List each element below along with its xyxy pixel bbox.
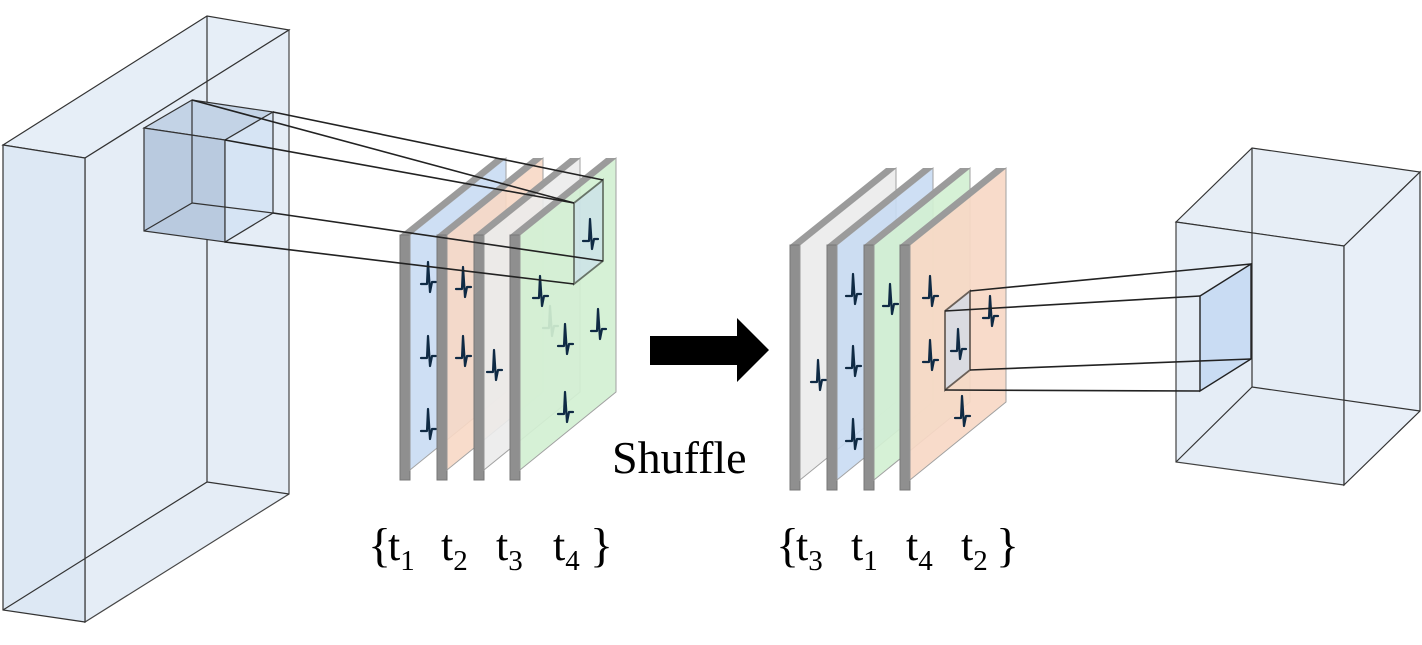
input-label-3-sub: 3	[508, 545, 523, 577]
shuffled-label-4-base: t	[961, 521, 973, 570]
input-label-4-base: t	[553, 521, 565, 570]
input-label-3-base: t	[496, 521, 508, 570]
input-volume	[1, 15, 291, 624]
shuffled-label-3-base: t	[906, 521, 918, 570]
svg-text:t1: t1	[388, 521, 415, 577]
input-label-2-base: t	[441, 521, 453, 570]
svg-text:t4: t4	[553, 521, 580, 577]
input-label-4-sub: 4	[565, 545, 580, 577]
input-label-1-base: t	[388, 521, 400, 570]
input-kernel	[142, 99, 275, 244]
shuffled-label-2-sub: 1	[863, 545, 878, 577]
svg-text:t4: t4	[906, 521, 933, 577]
shuffled-label-1-sub: 3	[808, 545, 823, 577]
shuffled-label-2-base: t	[851, 521, 863, 570]
input-slice-t4	[509, 156, 617, 481]
svg-text:t2: t2	[441, 521, 468, 577]
output-volume	[1174, 147, 1422, 487]
output-projection-lines	[944, 263, 1252, 392]
input-label-2-sub: 2	[453, 545, 468, 577]
shuffled-label-1-base: t	[796, 521, 808, 570]
input-brace-open: {	[368, 519, 391, 572]
svg-text:t3: t3	[796, 521, 823, 577]
svg-text:t2: t2	[961, 521, 988, 577]
svg-text:t1: t1	[851, 521, 878, 577]
shuffled-sequence-label: { t3 t1 t4 t2 }	[776, 519, 1019, 577]
input-projection-lines	[191, 99, 604, 285]
shuffled-slice-t2	[899, 166, 1007, 491]
shuffle-label: Shuffle	[612, 432, 747, 483]
shuffled-brace-open: {	[776, 519, 799, 572]
input-label-1-sub: 1	[400, 545, 415, 577]
svg-text:t3: t3	[496, 521, 523, 577]
shuffled-label-3-sub: 4	[918, 545, 933, 577]
shuffled-brace-close: }	[996, 519, 1019, 572]
input-brace-close: }	[590, 519, 613, 572]
shuffle-arrow	[650, 318, 769, 382]
input-sequence-label: { t1 t2 t3 t4 }	[368, 519, 613, 577]
shuffled-label-4-sub: 2	[973, 545, 988, 577]
